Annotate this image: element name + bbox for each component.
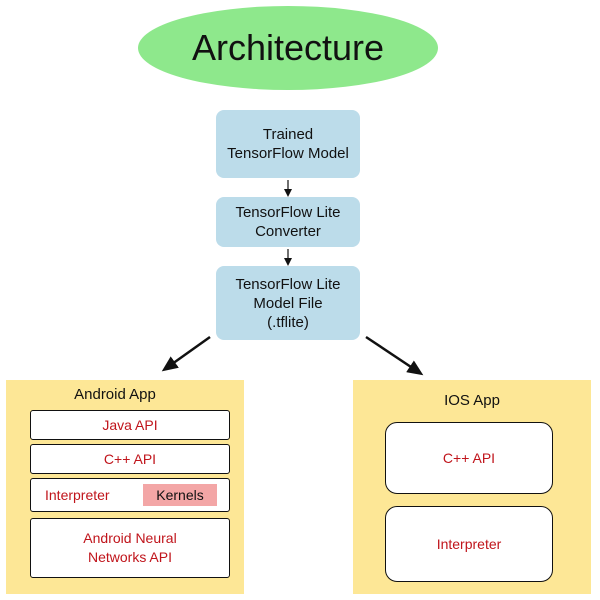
android-app-panel: Android App Java API C++ API Interpreter… [6,380,244,594]
kernels-badge: Kernels [143,484,217,506]
android-interpreter-label: Interpreter [45,486,110,503]
arrow-to-ios [365,335,424,376]
ios-app-title: IOS App [444,392,500,409]
android-app-title: Android App [74,386,156,403]
android-nn-api: Android Neural Networks API [30,518,230,578]
converter-node: TensorFlow Lite Converter [216,197,360,247]
android-interpreter: Interpreter Kernels [30,478,230,512]
diagram-title: Architecture [191,27,385,68]
ios-cpp-api: C++ API [385,422,553,494]
android-java-api: Java API [30,410,230,440]
arrow-to-android [161,335,211,372]
trained-model-node: Trained TensorFlow Model [216,110,360,178]
model-file-node: TensorFlow Lite Model File (.tflite) [216,266,360,340]
title-ellipse: Architecture [138,6,438,90]
ios-app-panel: IOS App C++ API Interpreter [353,380,591,594]
android-cpp-api: C++ API [30,444,230,474]
ios-interpreter: Interpreter [385,506,553,582]
